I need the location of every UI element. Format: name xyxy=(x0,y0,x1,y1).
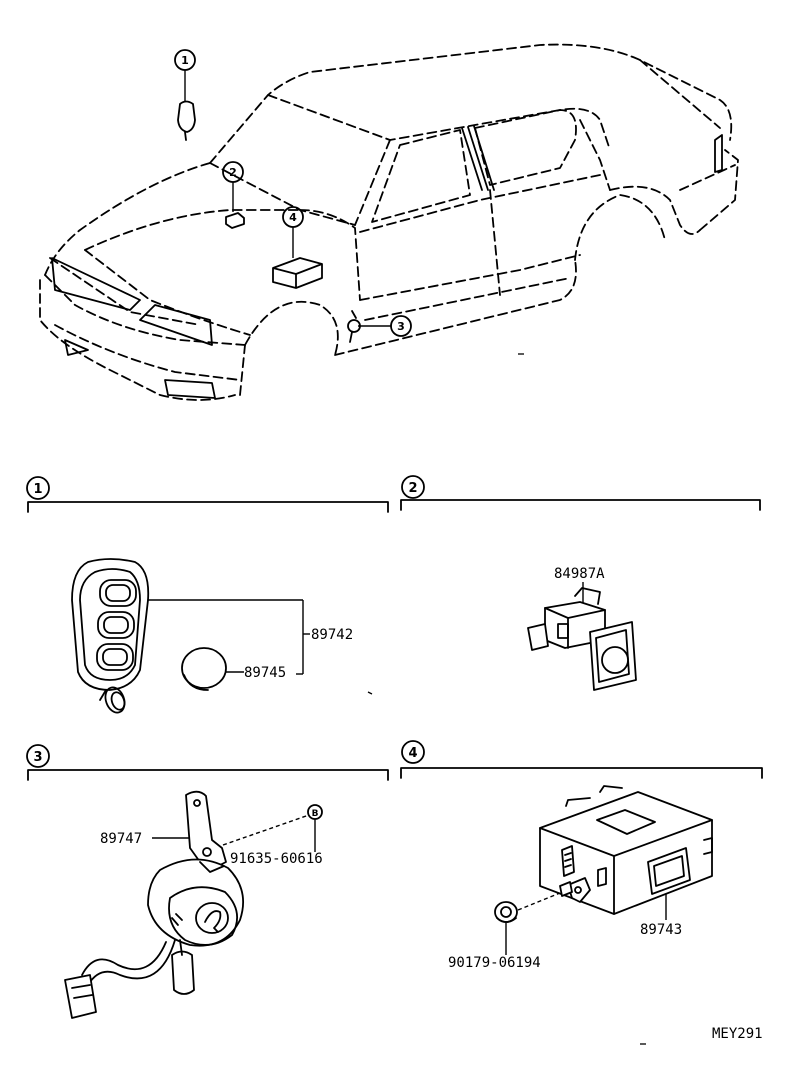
transmitter-key-fob xyxy=(71,558,150,714)
svg-text:1: 1 xyxy=(33,482,42,497)
svg-text:2: 2 xyxy=(408,481,417,496)
diagram-code: MEY291 xyxy=(712,1026,763,1042)
leader-nut-dashed xyxy=(517,892,561,911)
svg-text:B: B xyxy=(312,809,319,819)
horn-wire-connector xyxy=(64,939,195,1019)
callout-4: 4 xyxy=(282,206,304,258)
speck xyxy=(367,691,373,695)
horn-body xyxy=(147,858,244,947)
svg-text:1: 1 xyxy=(181,54,189,67)
callout-1: 1 xyxy=(174,49,196,102)
part-89743: 89743 xyxy=(640,922,682,938)
part-91635-60616: 91635-60616 xyxy=(230,851,323,867)
leader-89742-89745 xyxy=(148,599,310,675)
svg-text:2: 2 xyxy=(229,166,237,179)
leader-bolt-dashed xyxy=(222,814,310,846)
part-89742: 89742 xyxy=(311,627,353,643)
section-header-1: 1 xyxy=(26,476,389,513)
callout-2: 2 xyxy=(222,161,244,212)
horn-small-icon xyxy=(347,310,361,343)
nut-90179 xyxy=(494,901,518,923)
key-fob-icon xyxy=(177,100,196,141)
svg-text:4: 4 xyxy=(289,211,297,224)
section-header-4: 4 xyxy=(400,740,763,779)
security-computer xyxy=(539,785,713,915)
computer-box-icon xyxy=(272,257,323,289)
horn-bracket xyxy=(185,790,227,871)
svg-text:4: 4 xyxy=(408,746,417,761)
section-header-2: 2 xyxy=(400,475,761,511)
part-84987A: 84987A xyxy=(554,566,605,582)
svg-text:3: 3 xyxy=(397,320,405,333)
part-89745: 89745 xyxy=(244,665,286,681)
callout-3: 3 xyxy=(358,315,412,337)
car-outline xyxy=(39,43,739,401)
door-switch xyxy=(527,587,637,691)
battery-coin xyxy=(181,647,227,691)
bolt-marker: B xyxy=(307,804,323,820)
switch-small-icon xyxy=(225,212,245,229)
svg-text:3: 3 xyxy=(33,750,42,765)
part-89747: 89747 xyxy=(100,831,142,847)
part-90179-06194: 90179-06194 xyxy=(448,955,541,971)
section-header-3: 3 xyxy=(26,744,389,781)
